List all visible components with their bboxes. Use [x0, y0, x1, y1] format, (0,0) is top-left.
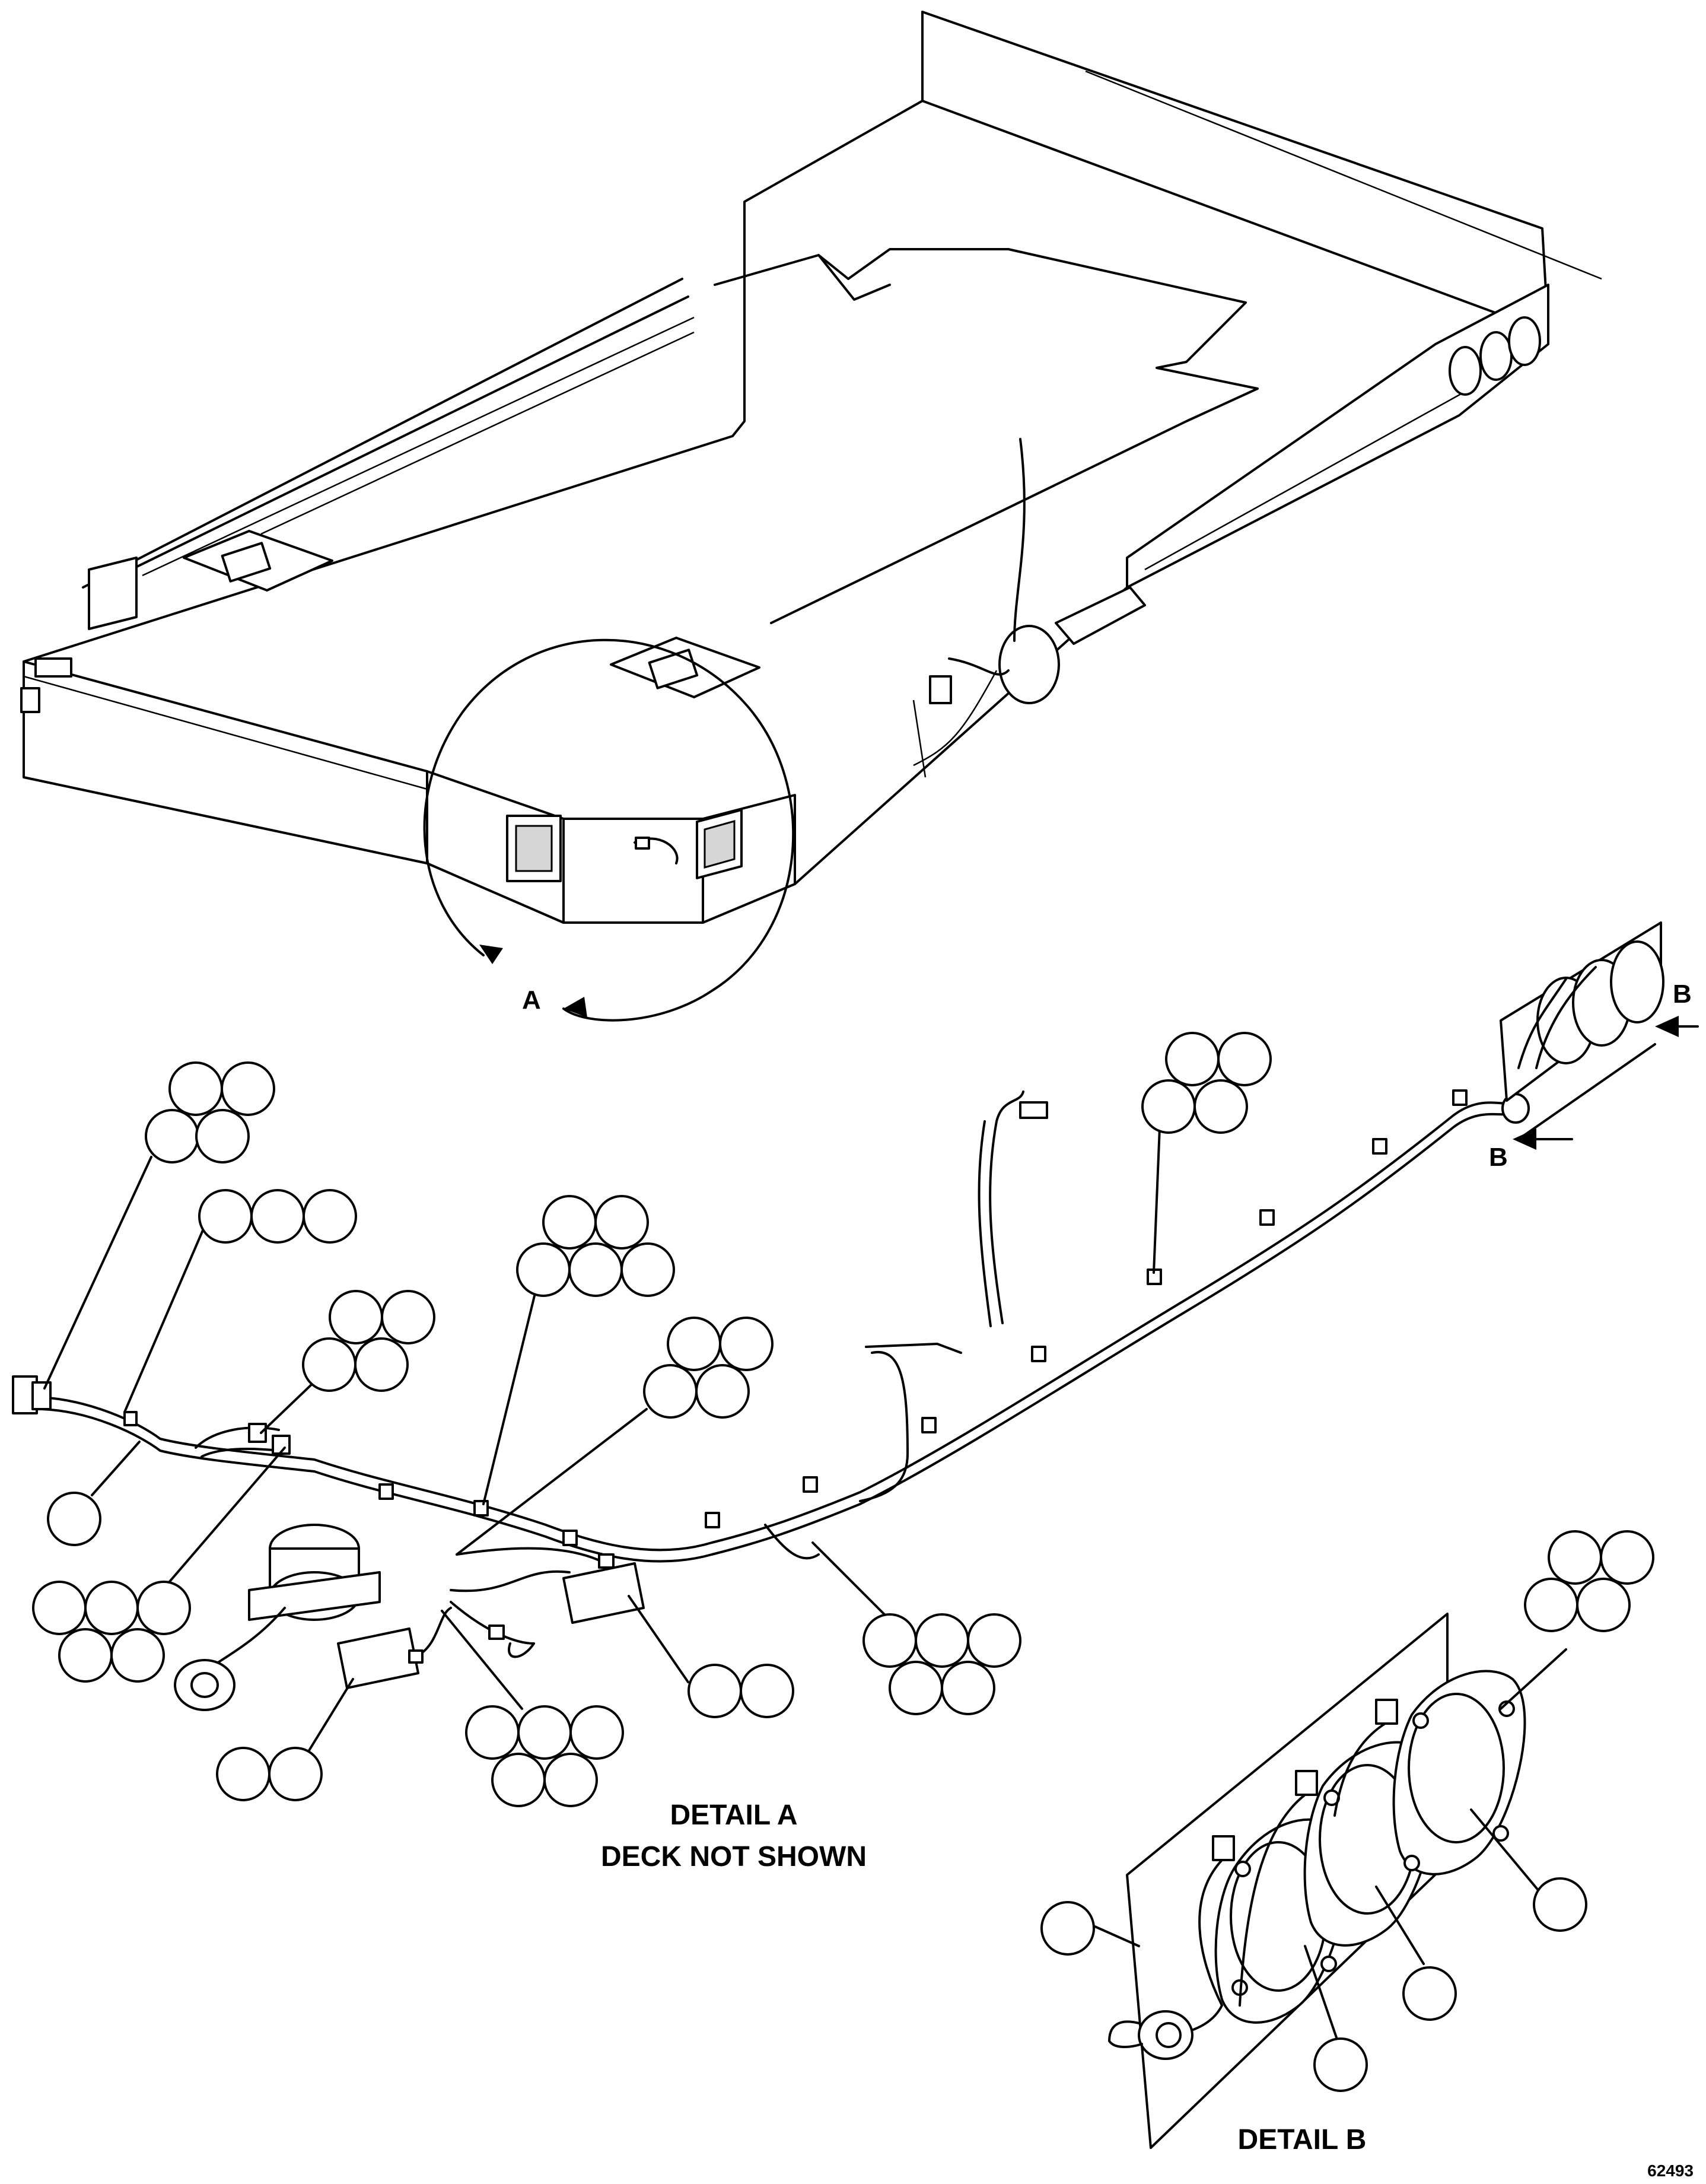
harness-components [174, 1524, 645, 1711]
detail-b-title: DETAIL B [1238, 2124, 1367, 2156]
callout-detail-b-plate [1040, 1901, 1095, 1956]
detail-a-title: DETAIL A [670, 1800, 797, 1831]
callout-cluster-connector [145, 1061, 275, 1163]
callout-cluster-mid-harness [516, 1195, 675, 1297]
wiring-harness [12, 1089, 1530, 1563]
figure-number: 62493 [1647, 2161, 1694, 2180]
detail-b-view [1108, 1613, 1526, 2149]
view-b-label-upper: B [1673, 980, 1692, 1009]
rear-light-panel [1500, 921, 1664, 1102]
callout-cluster-module-left [216, 1747, 323, 1801]
callout-detail-b-light-center [1402, 1966, 1457, 2021]
view-a-label: A [522, 985, 541, 1015]
callout-cluster-branch-lower [32, 1581, 191, 1683]
callout-cluster-single-left [47, 1492, 101, 1546]
detail-a-subtitle: DECK NOT SHOWN [601, 1841, 867, 1873]
view-b-arrows [1513, 1016, 1699, 1150]
view-b-label-lower: B [1489, 1143, 1508, 1172]
leader-lines [43, 1126, 1567, 2042]
callout-cluster-lower-right [862, 1613, 1021, 1715]
callout-detail-b-light-left [1313, 2037, 1368, 2092]
callout-cluster-clip-left [198, 1189, 357, 1244]
callout-cluster-rear-harness [1141, 1032, 1272, 1134]
callout-cluster-center [643, 1317, 774, 1419]
deck-assembly [20, 11, 1602, 924]
callout-detail-b-light-right [1533, 1877, 1587, 1932]
callout-cluster-detail-b-top [1524, 1530, 1654, 1632]
callout-cluster-branch-upper [302, 1290, 435, 1392]
callout-cluster-module-right [688, 1664, 794, 1718]
detail-a-circle [423, 638, 795, 1022]
callout-cluster-switch-lower [465, 1705, 624, 1807]
